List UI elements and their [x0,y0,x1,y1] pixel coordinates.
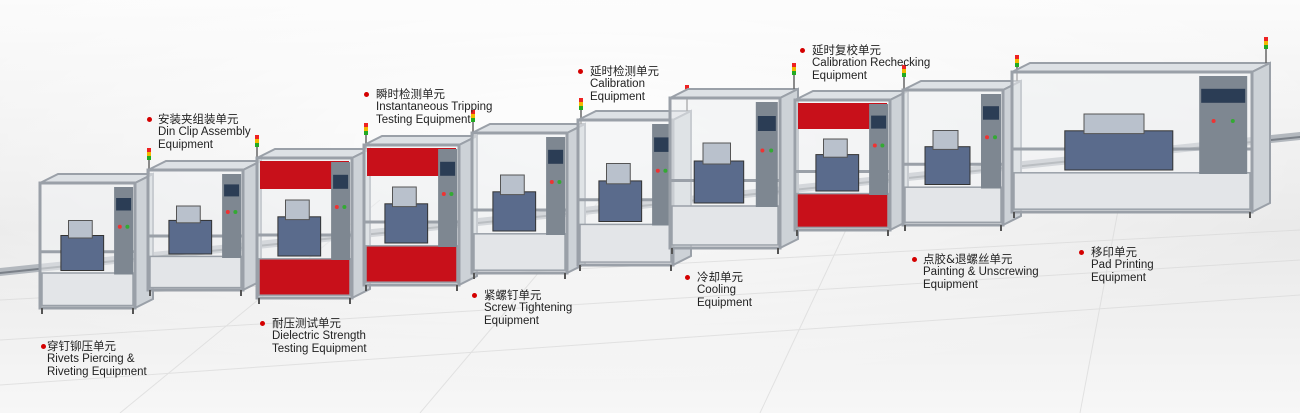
station-2-en1: Din Clip Assembly [158,126,251,138]
station-6-en2: Equipment [590,91,645,103]
station-10-en2: Equipment [1091,272,1146,284]
station-5-en1: Screw Tightening [484,302,573,314]
station-6-cn: 延时检测单元 [590,64,659,78]
station-9-en1: Painting & Unscrewing [923,266,1039,278]
station-marker-1 [41,344,46,349]
station-8-en2: Equipment [812,70,867,82]
station-marker-8 [800,48,805,53]
station-marker-3 [260,321,265,326]
station-2-en2: Equipment [158,139,213,151]
station-8-cn: 延时复校单元 [812,43,881,57]
station-3-en1: Dielectric Strength [272,330,366,342]
station-marker-6 [578,69,583,74]
machine-2 [146,135,262,296]
station-4-cn: 瞬时检测单元 [376,87,445,101]
station-10-en1: Pad Printing [1091,259,1154,271]
station-9-cn: 点胶&退螺丝单元 [923,252,1013,266]
station-6-en1: Calibration [590,78,645,90]
station-1-cn: 穿钉铆压单元 [47,339,116,353]
station-marker-7 [685,275,690,280]
station-1-en1: Rivets Piercing & [47,353,135,365]
machine-4 [362,110,478,291]
station-7-cn: 冷却单元 [697,270,743,284]
station-5-en2: Equipment [484,315,539,327]
station-1-en2: Riveting Equipment [47,366,147,378]
station-3-cn: 耐压测试单元 [272,316,341,330]
station-marker-2 [147,117,152,122]
station-marker-9 [912,257,917,262]
station-9-en2: Equipment [923,279,978,291]
machine-10 [1010,37,1271,218]
station-8-en1: Calibration Rechecking [812,57,931,69]
station-4-en2: Testing Equipment [376,114,471,126]
machine-7 [668,63,799,254]
station-5-cn: 紧螺钉单元 [484,288,542,302]
machine-3 [255,123,371,304]
station-marker-4 [364,92,369,97]
station-marker-5 [472,293,477,298]
station-marker-10 [1079,250,1084,255]
machine-8 [793,65,909,236]
station-4-en1: Instantaneous Tripping [376,101,493,113]
station-2-cn: 安装夹组装单元 [158,112,239,126]
station-7-en2: Equipment [697,297,752,309]
station-10-cn: 移印单元 [1091,245,1137,259]
station-7-en1: Cooling [697,284,736,296]
station-3-en2: Testing Equipment [272,343,367,355]
machine-1 [38,148,154,314]
